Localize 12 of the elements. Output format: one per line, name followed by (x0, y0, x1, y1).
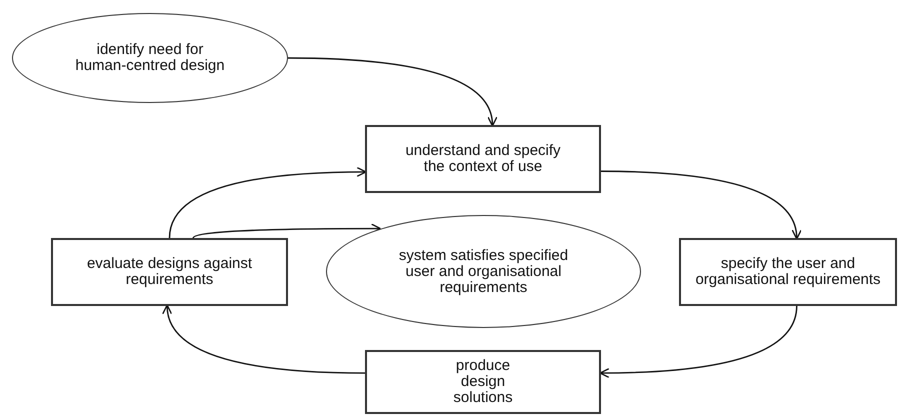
process-box: understand and specify the context of use (365, 125, 601, 193)
process-box: produce design solutions (365, 350, 601, 414)
arrow (599, 306, 798, 378)
arrow (600, 170, 801, 240)
ellipse-node: identify need for human-centred design (12, 13, 288, 103)
arrow (168, 166, 367, 238)
arrow (288, 57, 496, 127)
arrow (163, 304, 366, 374)
process-box: specify the user and organisational requirements (679, 238, 897, 306)
ellipse-node: system satisfies specified user and organisational requirements (326, 215, 641, 328)
process-box: evaluate designs against requirements (51, 238, 288, 306)
arrow (192, 223, 382, 238)
